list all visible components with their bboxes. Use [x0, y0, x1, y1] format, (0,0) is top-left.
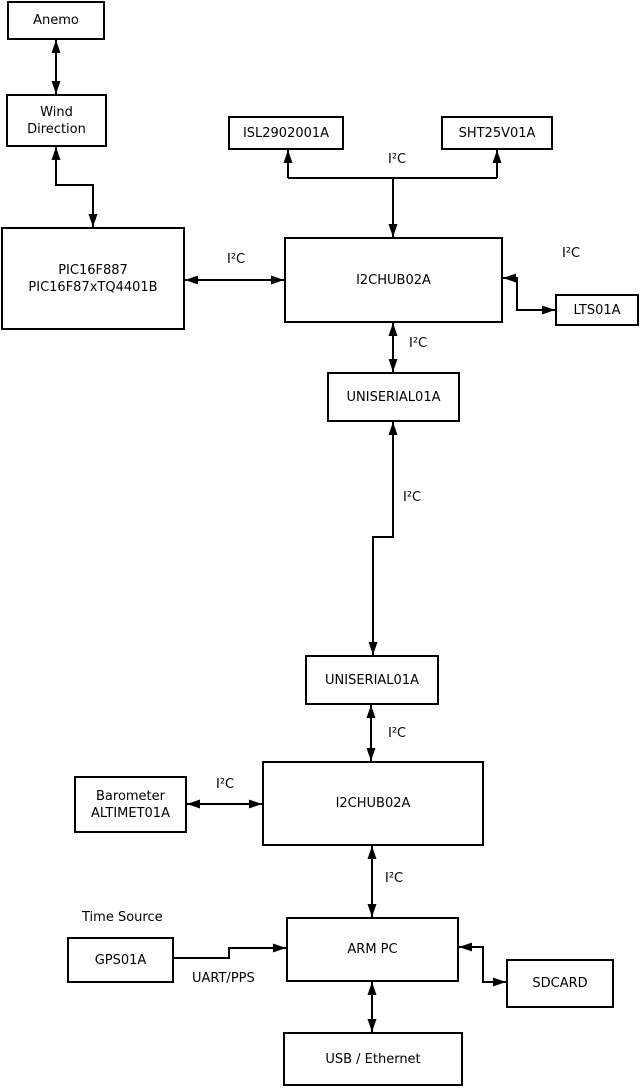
edge-label-i2c-pic-hub: I²C [227, 252, 246, 267]
node-gps: GPS01A [67, 937, 174, 983]
edge-label-i2c-hub-uniserial: I²C [409, 336, 428, 351]
connector-gps-armpc [173, 943, 286, 959]
node-i2c-hub-top: I2CHUB02A [284, 237, 503, 323]
node-uniserial-bottom: UNISERIAL01A [305, 655, 439, 705]
node-pic-mcu-line1: PIC16F887 [58, 262, 128, 278]
node-wind-direction-line2: Direction [27, 121, 86, 137]
connector-uniserial-link [368, 422, 398, 655]
node-usb-ethernet: USB / Ethernet [283, 1032, 463, 1086]
node-arm-pc-label: ARM PC [347, 942, 398, 957]
node-gps-label: GPS01A [94, 952, 147, 968]
edge-label-i2c-uniserial-link: I²C [403, 490, 422, 505]
node-sht-sensor-label: SHT25V01A [458, 125, 536, 141]
node-lts-sensor: LTS01A [555, 294, 639, 326]
node-i2c-hub-bottom: I2CHUB02A [262, 761, 484, 846]
node-wind-direction-line1: Wind [40, 104, 73, 120]
node-pic-mcu-line2: PIC16F87xTQ4401B [28, 279, 158, 295]
node-sdcard: SDCARD [506, 959, 614, 1008]
node-usb-ethernet-label: USB / Ethernet [325, 1051, 421, 1067]
node-lts-sensor-label: LTS01A [573, 302, 621, 318]
node-uniserial-top-label: UNISERIAL01A [346, 389, 441, 405]
node-i2c-hub-bottom-label: I2CHUB02A [335, 796, 411, 811]
node-arm-pc: ARM PC [286, 917, 459, 982]
node-uniserial-bottom-label: UNISERIAL01A [325, 672, 419, 688]
edge-label-i2c-uniserial-hub: I²C [388, 726, 407, 741]
node-isl-sensor-label: ISL2902001A [242, 125, 330, 141]
edge-label-uart-pps: UART/PPS [192, 971, 255, 986]
node-barometer: Barometer ALTIMET01A [74, 776, 187, 833]
edge-label-i2c-hub-armpc: I²C [385, 871, 404, 886]
annotation-time-source: Time Source [82, 910, 163, 925]
node-wind-direction: Wind Direction [6, 94, 107, 147]
node-sdcard-label: SDCARD [532, 976, 588, 991]
node-anemo: Anemo [7, 1, 105, 40]
node-anemo-label: Anemo [33, 13, 79, 28]
node-i2c-hub-top-label: I2CHUB02A [356, 272, 431, 288]
connector-armpc-sdcard [459, 942, 506, 987]
node-barometer-line1: Barometer [96, 788, 165, 804]
node-barometer-line2: ALTIMET01A [91, 805, 170, 821]
edge-label-i2c-sensor-bus: I²C [388, 152, 407, 167]
connector-i2chub-top-lts [503, 273, 555, 315]
node-isl-sensor: ISL2902001A [228, 116, 344, 150]
node-uniserial-top: UNISERIAL01A [327, 372, 460, 422]
connector-winddirection-pic [51, 147, 98, 227]
node-pic-mcu: PIC16F887 PIC16F87xTQ4401B [1, 227, 185, 330]
edge-label-i2c-lts: I²C [562, 246, 581, 261]
edge-label-i2c-barometer: I²C [216, 777, 235, 792]
node-sht-sensor: SHT25V01A [441, 116, 553, 150]
